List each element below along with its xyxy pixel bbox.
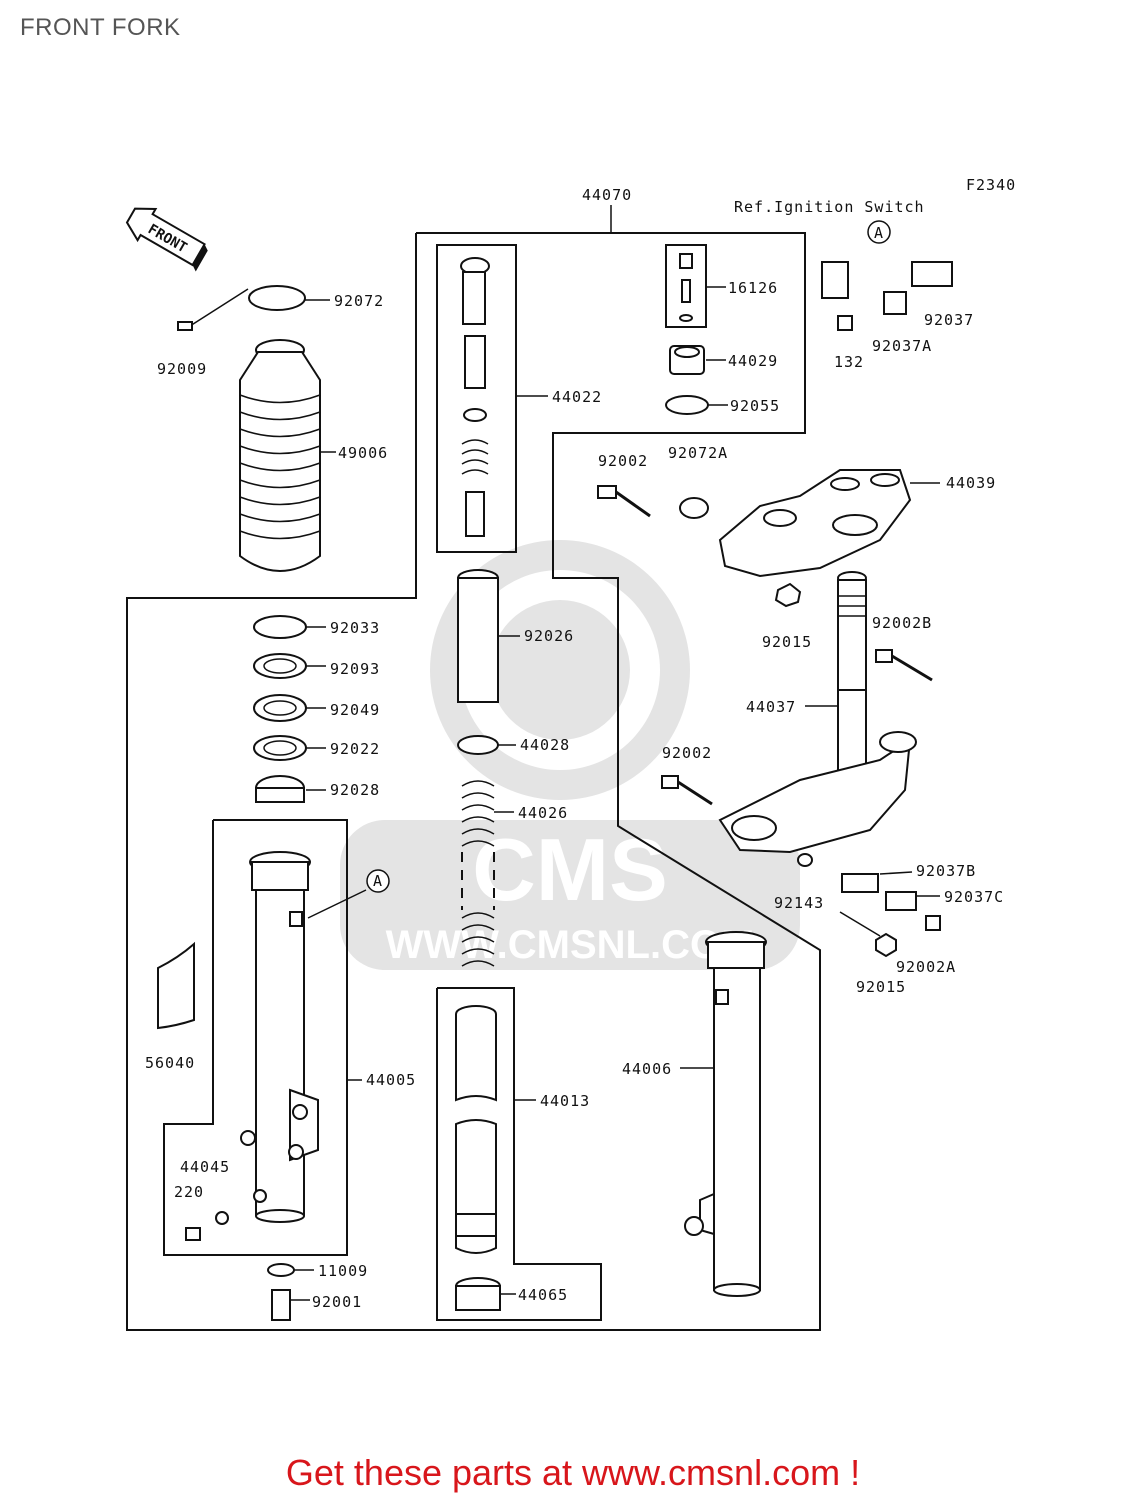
part-label: 92093: [330, 660, 380, 678]
front-arrow-icon: FRONT: [125, 207, 208, 272]
part-label: 92026: [524, 627, 574, 645]
part-label: 56040: [145, 1054, 195, 1072]
gasket-11009: [267, 1263, 295, 1277]
part-label: 92072A: [668, 444, 728, 462]
part-label: 44029: [728, 352, 778, 370]
outer-tube-right: [684, 931, 767, 1297]
part-label: 44022: [552, 388, 602, 406]
part-label: 132: [834, 353, 864, 371]
watermark-text: CMS: [472, 820, 668, 919]
washer-small: [253, 1189, 267, 1203]
air-valve: [679, 253, 693, 322]
part-label: 92015: [856, 978, 906, 996]
part-label: 220: [174, 1183, 204, 1201]
dust-boot: [239, 339, 321, 572]
part-label: 44065: [518, 1286, 568, 1304]
bracket-92037C: [885, 891, 917, 911]
bolt-92002-upper: [597, 485, 651, 518]
upper-triple-clamp: [718, 469, 912, 578]
part-label: 92002: [598, 452, 648, 470]
inner-tube-box: [436, 987, 602, 1321]
spring-seat: [457, 735, 499, 755]
damper-rod: [460, 257, 490, 537]
sleeve-56040: [157, 941, 195, 1030]
part-label: 92002A: [896, 958, 956, 976]
handle-clamp: [679, 497, 709, 519]
bracket-92037B: [841, 873, 879, 893]
ref-ignition-note: Ref.Ignition Switch: [734, 198, 925, 216]
fork-spring: [461, 780, 495, 967]
bolt-92002-lower: [661, 775, 713, 806]
screw-220: [185, 1227, 201, 1241]
fork-assembly-outline: [126, 232, 821, 1331]
part-label: 44028: [520, 736, 570, 754]
part-label: 92055: [730, 397, 780, 415]
part-label: 44013: [540, 1092, 590, 1110]
outer-tube-box: [163, 819, 348, 1256]
part-label: 92037: [924, 311, 974, 329]
callout-a-bottom: A: [373, 872, 383, 890]
part-label: 92143: [774, 894, 824, 912]
part-label: 92072: [334, 292, 384, 310]
part-label: 16126: [728, 279, 778, 297]
nut-92015-lower: [875, 932, 897, 958]
collar-92143: [797, 853, 813, 867]
damper-kit-box: [436, 244, 517, 553]
part-label: 92001: [312, 1293, 362, 1311]
part-label: 44070: [582, 186, 632, 204]
part-label: 44026: [518, 804, 568, 822]
diagram-code: F2340: [966, 176, 1016, 194]
washer-44045: [215, 1211, 229, 1225]
part-label: 92037C: [944, 888, 1004, 906]
part-label: 92037A: [872, 337, 932, 355]
part-label: 92009: [157, 360, 207, 378]
part-label: 44006: [622, 1060, 672, 1078]
outer-tube-left: [240, 851, 319, 1223]
spacer-tube: [457, 569, 499, 703]
o-ring: [665, 395, 709, 415]
clamp-ring: [248, 285, 306, 311]
drain-bolt-92001: [271, 1289, 291, 1321]
ignition-brackets: [821, 220, 953, 331]
screw-92009: [177, 321, 193, 331]
exploded-parts-diagram: CMS WWW.CMSNL.COM F2340 Ref.Ignition Swi…: [125, 176, 1016, 1331]
part-label: 44045: [180, 1158, 230, 1176]
part-label: 92002B: [872, 614, 932, 632]
part-label: 44039: [946, 474, 996, 492]
part-label: 92049: [330, 701, 380, 719]
part-label: 92028: [330, 781, 380, 799]
bolt-92002B: [875, 649, 933, 682]
part-label: 49006: [338, 444, 388, 462]
part-label: 44037: [746, 698, 796, 716]
part-label: 11009: [318, 1262, 368, 1280]
part-label: 92015: [762, 633, 812, 651]
bolt-92002A: [925, 915, 941, 931]
part-label: 92022: [330, 740, 380, 758]
slide-bushing: [455, 1277, 501, 1311]
footer-promo-text: Get these parts at www.cmsnl.com !: [285, 1452, 861, 1493]
cms-watermark: CMS WWW.CMSNL.COM: [340, 540, 800, 970]
page-title: FRONT FORK: [20, 14, 181, 41]
inner-tube: [455, 1005, 497, 1254]
seal-stack: [253, 615, 307, 803]
fork-cap-bolt: [669, 345, 705, 375]
valve-kit-box: [665, 244, 707, 328]
callout-a-top: A: [874, 224, 884, 242]
nut-92015-upper: [774, 582, 802, 608]
part-label: 92033: [330, 619, 380, 637]
part-label: 92002: [662, 744, 712, 762]
watermark-url: WWW.CMSNL.COM: [386, 923, 755, 967]
part-label: 44005: [366, 1071, 416, 1089]
part-label: 92037B: [916, 862, 976, 880]
steering-stem: [718, 571, 917, 854]
